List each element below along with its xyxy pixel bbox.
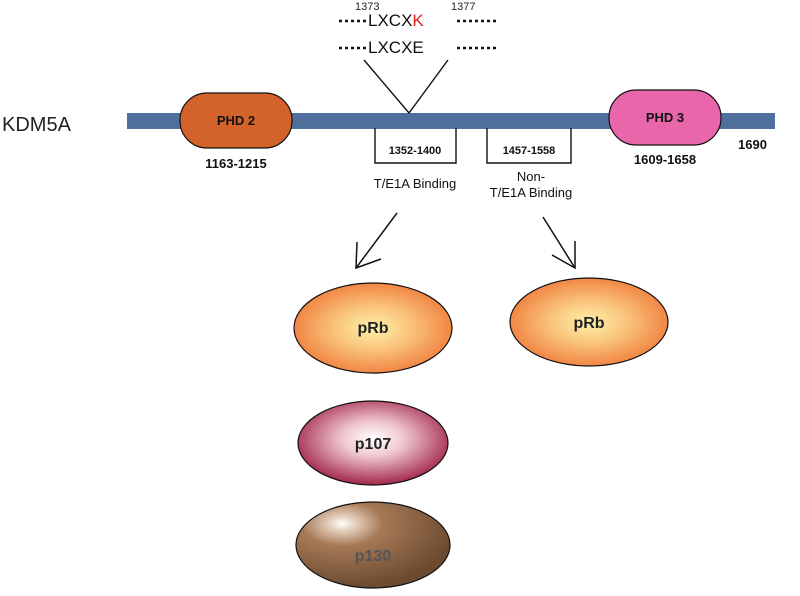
region-label-binding: T/E1A Binding — [374, 176, 456, 191]
phd3-range: 1609-1658 — [634, 152, 696, 167]
prb-left-label: pRb — [357, 320, 388, 337]
region-range-binding: 1352-1400 — [389, 145, 442, 157]
phd2-range: 1163-1215 — [205, 156, 266, 171]
binding-partner-p107: p107 — [297, 400, 449, 486]
binding-partner-prb-right: pRb — [509, 277, 669, 367]
motif-end-residue: 1377 — [451, 1, 475, 13]
motif-wildtype-prefix: LXCX — [368, 11, 412, 30]
motif-wildtype-residue: K — [412, 11, 424, 30]
prb-right-label: pRb — [573, 315, 604, 332]
binding-partner-prb-left: pRb — [293, 282, 453, 374]
p107-label: p107 — [355, 436, 392, 453]
phd2-label: PHD 2 — [217, 113, 255, 128]
region-range-non-binding: 1457-1558 — [503, 145, 556, 157]
motif-wildtype: LXCXK — [368, 11, 424, 30]
protein-name: KDM5A — [2, 114, 72, 136]
region-bracket-binding — [374, 128, 457, 164]
binding-partner-p130: p130 — [295, 501, 451, 589]
region-bracket-non-binding — [486, 128, 572, 164]
motif-zoom-lines — [363, 59, 449, 115]
phd3-domain: PHD 3 — [608, 89, 722, 146]
p130-label: p130 — [355, 548, 392, 565]
motif-mutant: LXCXE — [368, 38, 424, 57]
region-label-non-binding-line1: Non- — [517, 169, 545, 184]
arrow-non-binding — [542, 216, 576, 270]
phd2-domain: PHD 2 — [179, 92, 293, 149]
arrow-binding — [355, 212, 398, 270]
phd3-label: PHD 3 — [646, 110, 684, 125]
region-label-non-binding-line2: T/E1A Binding — [490, 185, 572, 200]
end-residue: 1690 — [738, 137, 767, 152]
motif-start-residue: 1373 — [355, 1, 379, 13]
